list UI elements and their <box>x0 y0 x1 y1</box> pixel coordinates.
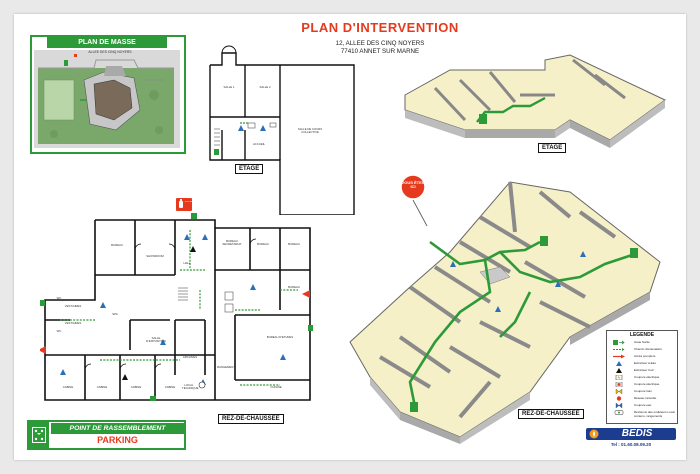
iso-rdc-view <box>349 181 661 444</box>
legend-item-label: Extincteur Co2 <box>634 368 654 372</box>
legend-item-label: Accès pompiers <box>634 354 656 358</box>
etage-room-salle2: SALLE 2 <box>259 85 271 89</box>
legend-item-label: Révisions des onduleurs Local contenu, r… <box>634 410 675 418</box>
legend-item-label: Coupure Gaz <box>634 389 652 393</box>
page-title: PLAN D'INTERVENTION <box>301 20 459 35</box>
legend-item-label: Chemin d'évacuation <box>634 347 662 351</box>
legend-item: Issue Sortie <box>609 339 675 346</box>
rdc-room-bureau2: BUREAU <box>257 242 269 246</box>
legend-item: Accès pompiers <box>609 353 675 360</box>
iso-etage-view <box>404 54 666 148</box>
rassemblement-line1: POINT DE RASSEMBLEMENT <box>51 423 184 434</box>
legend-item: Coupure électrique <box>609 381 675 388</box>
legend-item: Extincteur Co2 <box>609 367 675 374</box>
extinguisher-badge-text: EXTINCTEUR <box>185 201 192 203</box>
plan-de-masse-heading: PLAN DE MASSE <box>47 37 167 48</box>
rdc-plan-label: REZ-DE-CHAUSSEE <box>218 414 284 424</box>
brand-phone: Tel : 01.60.08.09.20 <box>610 442 652 447</box>
address-line-1: 12, ALLEE DES CINQ NOYERS <box>335 40 425 47</box>
vous-etes-ici-marker <box>400 174 428 227</box>
rdc-room-rangement: RANGEMENT <box>217 365 235 369</box>
etage-floor-plan <box>209 45 355 215</box>
legend-item: Chemin d'évacuation <box>609 346 675 353</box>
site-map <box>34 50 180 148</box>
etage-room-salle1: SALLE 1 <box>223 85 235 89</box>
legend-item-label: Coupure eau <box>634 403 652 407</box>
legend-item-label: Réseau incendie <box>634 396 657 400</box>
rdc-room-vestiaires2: VESTIAIRES <box>64 321 82 325</box>
rdc-room-cabine2: CABINE <box>96 385 108 389</box>
ondulator-icon <box>614 410 624 415</box>
rdc-room-cuisine: CUISINE <box>270 385 282 389</box>
etage-room-accueil: ACCUEIL <box>252 142 266 146</box>
rdc-room-spa: SPA <box>112 312 118 316</box>
exit-arrow-icon <box>613 340 625 345</box>
rdc-room-cabine1: CABINE <box>62 385 74 389</box>
legend-item-label: Coupure électrique <box>634 382 660 386</box>
rdc-room-bureau4: BUREAU <box>288 285 300 289</box>
rdc-room-vestiaires1: VESTIAIRES <box>64 304 82 308</box>
rassemblement-box: POINT DE RASSEMBLEMENT PARKING <box>27 420 186 450</box>
brand-name: BEDIS <box>621 428 653 439</box>
legend-item: Extincteur à Eau <box>609 360 675 367</box>
rdc-room-salle-exposition: SALLE D'EXPOSITION <box>146 336 166 343</box>
water-valve-icon <box>615 403 623 408</box>
rdc-room-showroom: SHOWROOM <box>146 254 164 258</box>
etage-plan-label: ETAGE <box>235 164 264 174</box>
extinguisher-icon <box>179 199 183 208</box>
site-roof <box>93 79 133 121</box>
rdc-room-bureau1: BUREAU <box>111 243 123 247</box>
black-triangle-icon <box>616 368 622 373</box>
plan-de-masse-frame <box>30 35 186 154</box>
legend-title: LEGENDE <box>629 332 655 338</box>
gas-valve-icon <box>615 389 623 394</box>
legend-item: Réseau incendie <box>609 395 675 402</box>
rdc-room-bureau3: BUREAU <box>288 242 300 246</box>
iso-rdc-label: REZ-DE-CHAUSSEE <box>518 409 584 419</box>
green-dashed-arrow-icon <box>613 348 625 351</box>
etage-room-salle-cours: SALLE DE COURS COLLECTIVE <box>297 127 323 134</box>
rdc-room-wc2: WC <box>56 329 62 333</box>
legend-item: Coupure électrique <box>609 374 675 381</box>
rdc-floor-plan <box>40 213 313 401</box>
rdc-room-archives: ARCHIVES <box>182 355 198 359</box>
rassemblement-line2: PARKING <box>97 435 138 445</box>
fire-network-icon <box>616 396 622 401</box>
red-arrow-icon <box>613 354 625 359</box>
rdc-room-bureau-secretariat: BUREAU SECRETARIAT <box>222 239 242 246</box>
rdc-room-hall: HALL <box>183 261 191 265</box>
rdc-room-bureau-etudes: BUREAU D'ETUDES <box>266 335 294 339</box>
legend-item-label: Coupure électrique <box>634 375 660 379</box>
rdc-room-wc1: WC <box>56 296 62 300</box>
elec-box-icon <box>615 375 623 380</box>
blue-triangle-icon <box>616 361 622 366</box>
legend-box: LEGENDE Issue Sortie Chemin d'évacuation… <box>606 330 678 424</box>
address-line-2: 77410 ANNET SUR MARNE <box>340 48 420 55</box>
legend-item-label: Extincteur à Eau <box>634 361 657 365</box>
legend-item-label: Issue Sortie <box>634 340 650 344</box>
rdc-room-cabine4: CABINE <box>164 385 176 389</box>
elec-box-2-icon <box>615 382 623 387</box>
legend-item: Coupure Gaz <box>609 388 675 395</box>
brand-logo: BEDIS <box>586 428 676 440</box>
brand-flame-icon <box>589 429 599 439</box>
vous-etes-ici-text: VOUS ÊTES ICI <box>401 180 425 190</box>
legend-item: Coupure eau <box>609 402 675 409</box>
assembly-point-icon <box>32 427 46 443</box>
rdc-room-local-technique: LOCAL TECHNIQUE <box>182 383 199 390</box>
rdc-room-cabine3: CABINE <box>130 385 142 389</box>
legend-item: Révisions des onduleurs Local contenu, r… <box>609 409 675 421</box>
iso-etage-label: ETAGE <box>538 143 567 153</box>
plan-de-masse-street: ALLEE DES CINQ NOYERS <box>88 50 132 54</box>
